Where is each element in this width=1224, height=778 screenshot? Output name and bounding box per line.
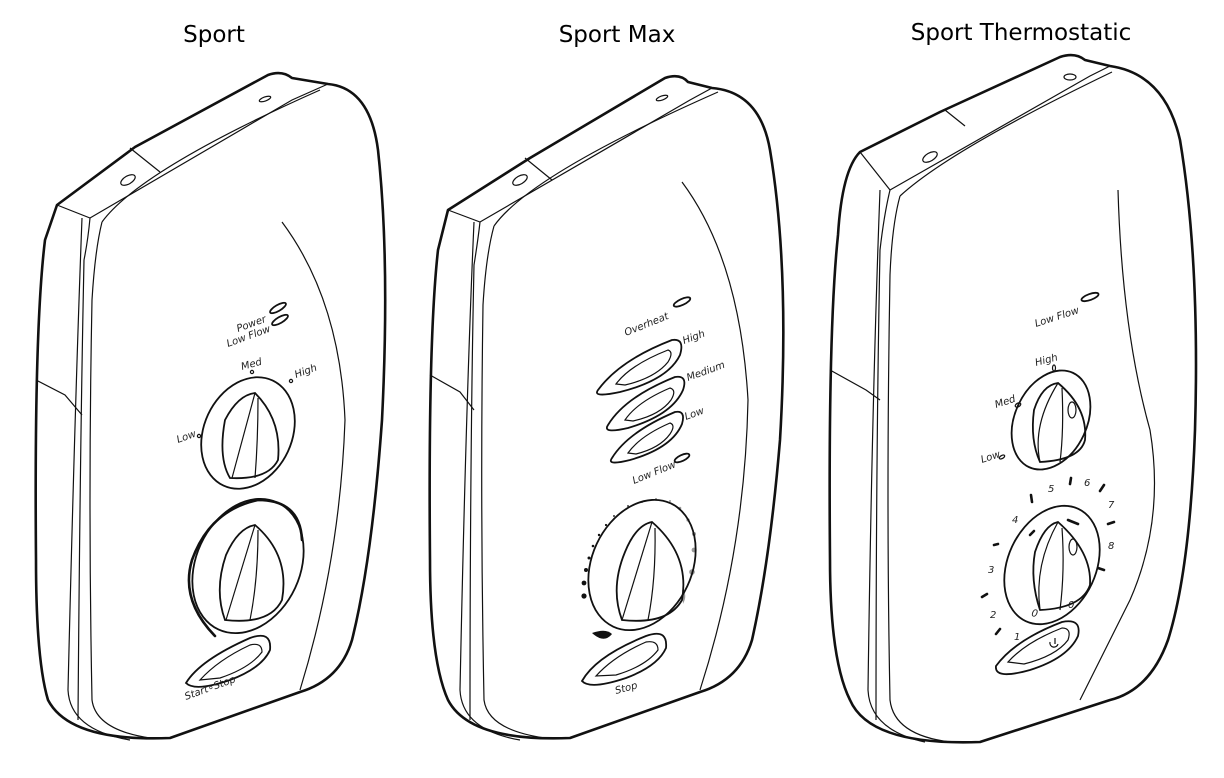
stop-button[interactable] [580, 632, 668, 686]
svg-text:5: 5 [1048, 484, 1054, 495]
start-stop-button[interactable] [184, 634, 272, 688]
medium-button[interactable] [606, 375, 686, 432]
power-selector-knob[interactable] [996, 358, 1105, 483]
unit-sport-thermostatic: Low Flow High Med Low 1 2 3 4 5 6 7 8 [828, 53, 1198, 744]
power-selector-knob[interactable] [184, 362, 313, 504]
power-icon [1049, 638, 1059, 648]
low-flow-indicator [673, 452, 691, 464]
svg-text:7: 7 [1108, 500, 1115, 511]
temperature-knob[interactable] [568, 482, 716, 648]
svg-text:6: 6 [1084, 478, 1090, 489]
sport-body [34, 71, 387, 740]
on-off-button[interactable] [995, 620, 1080, 676]
svg-text:4: 4 [1012, 515, 1018, 526]
label-med: Med [240, 357, 264, 373]
overheat-indicator [672, 296, 692, 308]
svg-text:2: 2 [990, 610, 996, 621]
title-sport-max: Sport Max [558, 22, 676, 48]
svg-text:0: 0 [1068, 600, 1074, 611]
temperature-knob[interactable] [171, 481, 324, 652]
low-button[interactable] [609, 410, 684, 464]
title-sport: Sport [183, 22, 245, 48]
svg-text:3: 3 [988, 565, 994, 576]
svg-text:0: 0 [1030, 608, 1038, 620]
sport-max-body [428, 74, 785, 740]
temperature-scale: 1 2 3 4 5 6 7 8 [980, 476, 1116, 643]
svg-text:8: 8 [1108, 541, 1114, 552]
high-button[interactable] [596, 338, 683, 396]
temperature-knob[interactable] [986, 490, 1118, 640]
unit-sport-max: Overheat High Medium Low Low Flow [428, 74, 785, 741]
svg-text:1: 1 [1014, 632, 1020, 643]
low-flow-indicator [271, 313, 289, 327]
unit-sport: Power Low Flow Low Med High Start∘Stop [34, 71, 387, 741]
title-sport-thermostatic: Sport Thermostatic [910, 20, 1132, 46]
power-indicator [269, 301, 287, 315]
low-flow-indicator [1080, 291, 1100, 303]
